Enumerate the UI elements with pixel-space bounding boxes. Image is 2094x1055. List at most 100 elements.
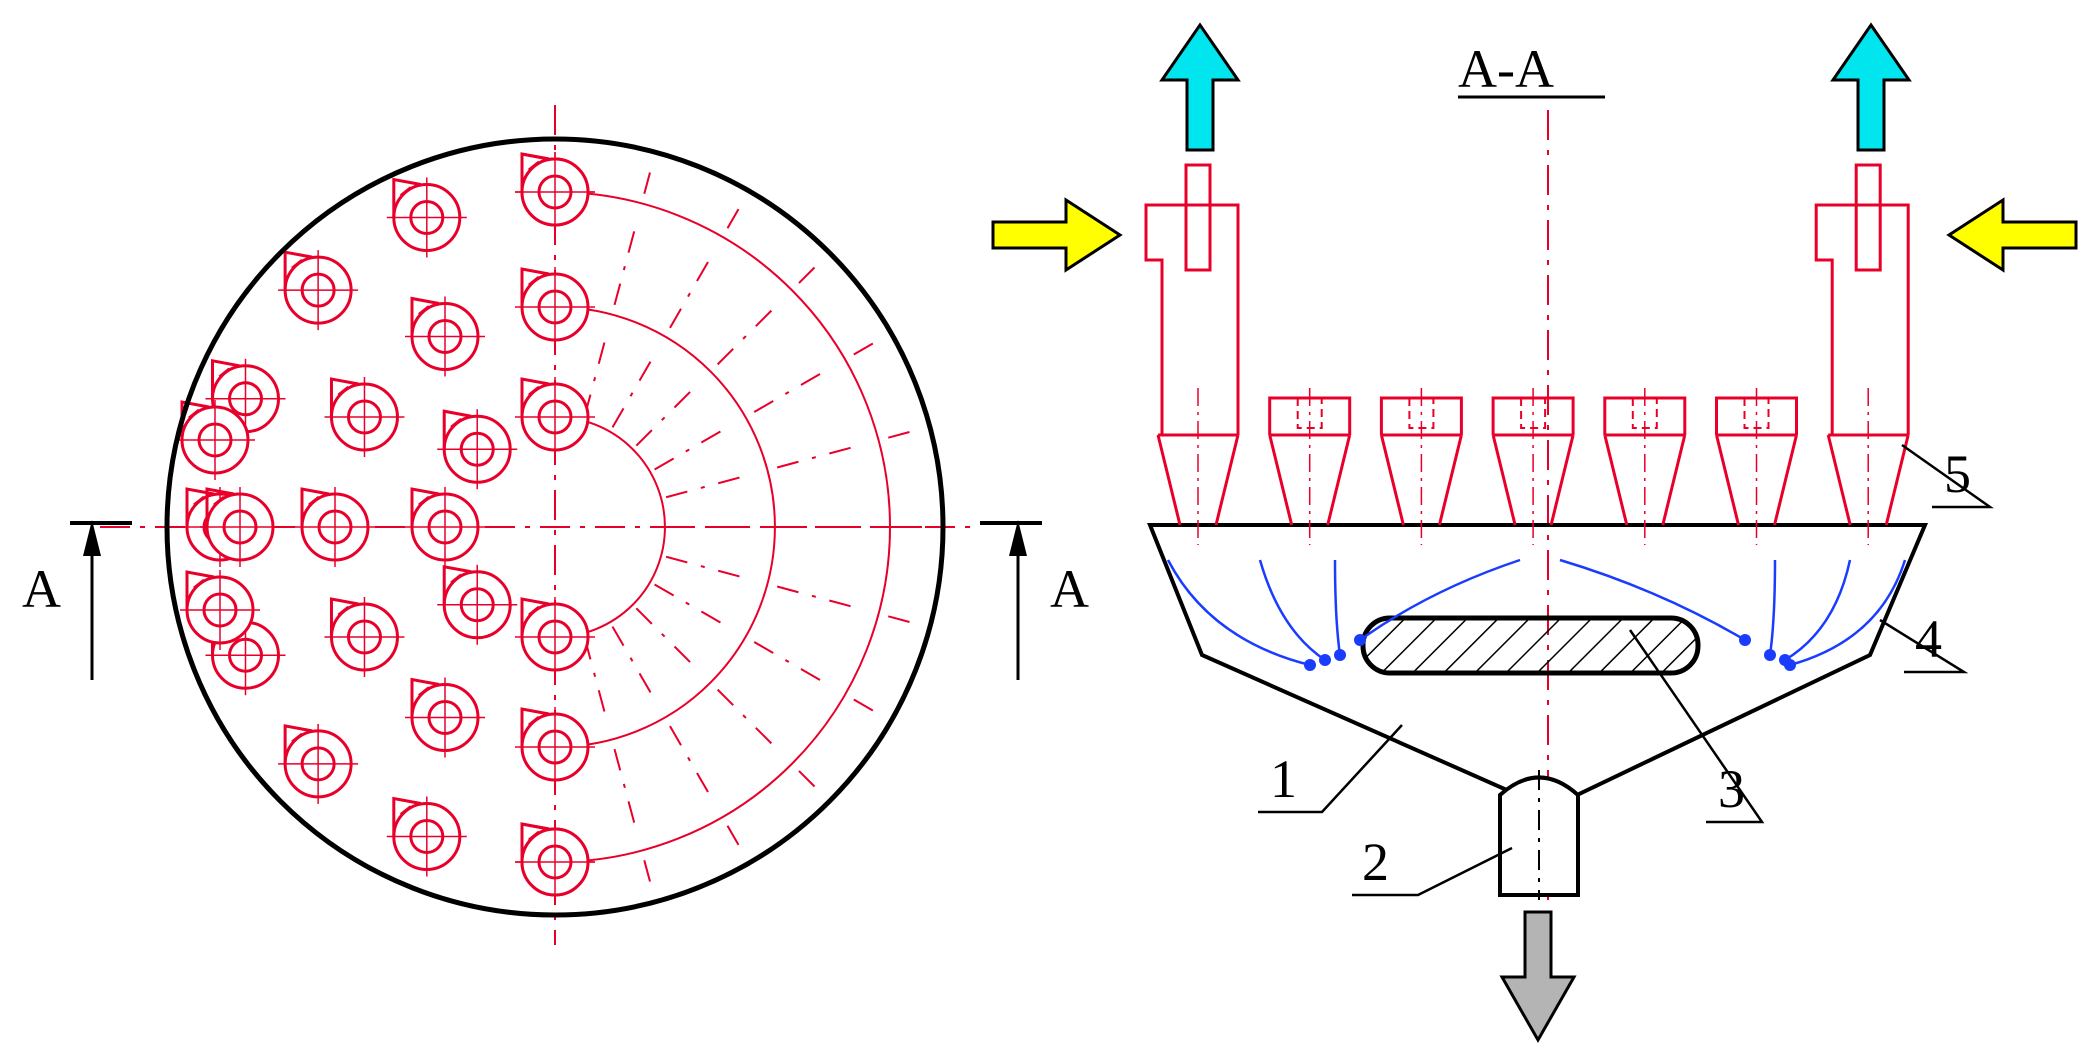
cyclone-section xyxy=(1268,388,1352,545)
radial-tick xyxy=(753,366,833,413)
clean-gas-outlet-arrow-icon xyxy=(1830,22,1912,152)
section-mark-left-label: A xyxy=(22,559,61,619)
cyclone-section xyxy=(1379,388,1463,545)
cyclone-plan-symbol xyxy=(515,822,595,902)
cyclone-plan-symbol xyxy=(405,677,485,758)
cyclone-section xyxy=(1814,163,1910,545)
radial-tick xyxy=(635,607,701,673)
flow-line xyxy=(1789,559,1907,667)
reference-arc xyxy=(554,191,891,863)
radial-tick xyxy=(613,748,639,837)
cyclone-plan-symbol xyxy=(324,597,405,677)
flow-arrowhead xyxy=(1764,649,1776,661)
radial-tick xyxy=(613,217,639,306)
radial-tick xyxy=(798,261,821,284)
gas-flow-arrows xyxy=(1166,558,1907,671)
radial-tick xyxy=(611,348,659,428)
dust-discharge-arrow-icon xyxy=(1499,910,1577,1044)
cyclone-plan-symbol xyxy=(386,796,467,877)
inlet-arrow-icon xyxy=(991,197,1123,273)
flow-line xyxy=(1166,559,1311,667)
callout-cyclone: 5 xyxy=(1944,444,1971,504)
plan-reference-arcs xyxy=(554,164,930,890)
dust-outlet-pipe xyxy=(1498,770,1580,900)
collector-casing-circle xyxy=(164,136,946,918)
section-cyclones xyxy=(1144,163,1910,545)
radial-tick xyxy=(635,381,701,447)
cyclone-plan-symbol xyxy=(180,570,260,650)
cyclone-section xyxy=(1144,163,1240,545)
radial-tick xyxy=(776,443,865,469)
cyclone-plan-symbol xyxy=(515,267,595,347)
radial-tick xyxy=(654,583,734,631)
section-mark-right-label: A xyxy=(1050,559,1089,619)
callout-dust-outlet: 2 xyxy=(1362,832,1389,892)
radial-tick xyxy=(887,615,918,626)
flow-arrowhead xyxy=(1739,634,1751,646)
reference-arc xyxy=(554,416,666,638)
reference-arc xyxy=(554,306,776,748)
cyclone-plan-symbol xyxy=(386,177,467,258)
radial-tick xyxy=(669,725,716,805)
radial-tick xyxy=(716,300,782,366)
radial-tick xyxy=(643,859,654,890)
cyclone-plan-symbol xyxy=(200,487,280,567)
cyclone-plan-symbol xyxy=(437,564,518,645)
radial-tick xyxy=(726,825,744,853)
radial-tick xyxy=(583,637,610,726)
radial-tick xyxy=(887,428,918,439)
flow-line xyxy=(1333,559,1342,656)
clean-gas-outlet-arrow-icon xyxy=(1159,22,1241,152)
cyclone-plan-symbol xyxy=(515,152,595,232)
section-title: A-A xyxy=(1458,39,1554,99)
flow-arrowhead xyxy=(1354,634,1366,646)
flow-line xyxy=(1559,558,1746,642)
flow-line xyxy=(1768,559,1777,656)
cyclone-plan-symbol xyxy=(324,377,405,457)
flow-arrowhead xyxy=(1784,659,1796,671)
cyclone-plan-symbol xyxy=(295,487,375,567)
cyclone-section xyxy=(1603,388,1687,545)
callout-leaders xyxy=(1258,443,1994,897)
callout-baffle: 3 xyxy=(1718,759,1745,819)
radial-tick xyxy=(753,641,833,688)
radial-tick xyxy=(654,423,734,471)
flow-arrowhead xyxy=(1319,654,1331,666)
cyclone-plan-symbol xyxy=(278,250,359,331)
cyclone-plan-symbol xyxy=(437,409,518,490)
baffle-plate xyxy=(1360,615,1701,676)
section-mark-left xyxy=(70,520,132,680)
cyclone-section xyxy=(1491,388,1575,545)
callout-collector-wall: 4 xyxy=(1915,609,1942,669)
radial-tick xyxy=(611,626,659,706)
callout-hopper: 1 xyxy=(1270,749,1297,809)
flow-arrowhead xyxy=(1334,649,1346,661)
section-mark-right xyxy=(980,520,1042,680)
cyclone-plan-symbol xyxy=(515,597,595,677)
section-view xyxy=(991,22,2078,1044)
radial-tick xyxy=(643,164,654,195)
cyclone-plan-symbol xyxy=(405,296,485,377)
inlet-arrow-icon xyxy=(1946,197,2078,273)
cyclone-section xyxy=(1715,388,1798,545)
radial-tick xyxy=(726,201,744,229)
cyclone-plan-symbol xyxy=(515,377,595,457)
flow-arrowhead xyxy=(1304,659,1316,671)
cyclone-plan-symbol xyxy=(405,487,485,567)
radial-tick xyxy=(798,770,821,793)
radial-tick xyxy=(669,249,716,329)
flow-line xyxy=(1258,559,1326,662)
cyclone-plan-symbol xyxy=(515,707,595,787)
radial-tick xyxy=(853,338,881,356)
radial-tick xyxy=(665,472,754,499)
radial-tick xyxy=(716,688,782,754)
radial-tick xyxy=(853,698,881,716)
radial-tick xyxy=(776,585,865,611)
flow-line xyxy=(1359,558,1521,642)
radial-tick xyxy=(665,555,754,582)
cyclone-plan-symbol xyxy=(278,723,359,804)
plan-cyclone-array xyxy=(175,152,595,902)
flow-line xyxy=(1784,559,1852,662)
plan-view xyxy=(70,105,1042,945)
radial-tick xyxy=(583,328,610,417)
